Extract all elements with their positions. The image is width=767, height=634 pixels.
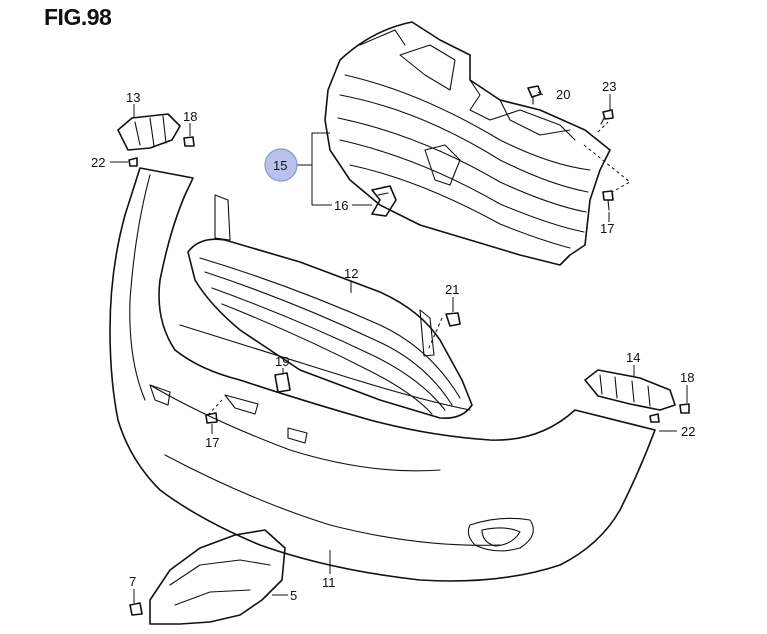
clip-21 <box>445 312 461 327</box>
callout-22-right: 22 <box>681 424 695 439</box>
callout-18-right: 18 <box>680 370 694 385</box>
leader-lines <box>110 91 688 603</box>
callout-23: 23 <box>602 79 616 94</box>
bracket-left <box>117 113 181 151</box>
callout-17-lower: 17 <box>205 435 219 450</box>
front-bumper <box>109 167 656 582</box>
screw-22-right <box>649 413 660 423</box>
callout-11: 11 <box>322 575 336 590</box>
callout-22-left: 22 <box>91 155 105 170</box>
clip-19 <box>274 372 291 393</box>
callout-15-highlight <box>264 148 298 182</box>
callout-15: 15 <box>273 158 287 173</box>
callout-13: 13 <box>126 90 140 105</box>
bolt-7 <box>129 602 143 616</box>
screw-18-left <box>183 136 195 147</box>
screw-18-right <box>679 403 690 414</box>
callout-17-upper: 17 <box>600 221 614 236</box>
screw-17-lower <box>205 412 218 424</box>
callout-16: 16 <box>334 198 348 213</box>
callout-18-left: 18 <box>183 109 197 124</box>
callout-7: 7 <box>129 574 136 589</box>
callout-5: 5 <box>290 588 297 603</box>
emblem <box>371 185 397 217</box>
screw-22-left <box>128 157 138 167</box>
screw-17-upper <box>602 190 614 211</box>
callout-19: 19 <box>275 354 289 369</box>
upper-grille-assembly <box>324 21 611 266</box>
under-cover <box>149 529 286 625</box>
lower-grille <box>187 194 473 420</box>
callout-12: 12 <box>344 266 358 281</box>
callout-20: 20 <box>556 87 570 102</box>
bracket-right <box>584 369 676 411</box>
callout-14: 14 <box>626 350 640 365</box>
callout-21: 21 <box>445 282 459 297</box>
screw-23 <box>600 109 614 125</box>
figure-title: FIG.98 <box>44 4 112 30</box>
clip-20 <box>527 85 542 105</box>
